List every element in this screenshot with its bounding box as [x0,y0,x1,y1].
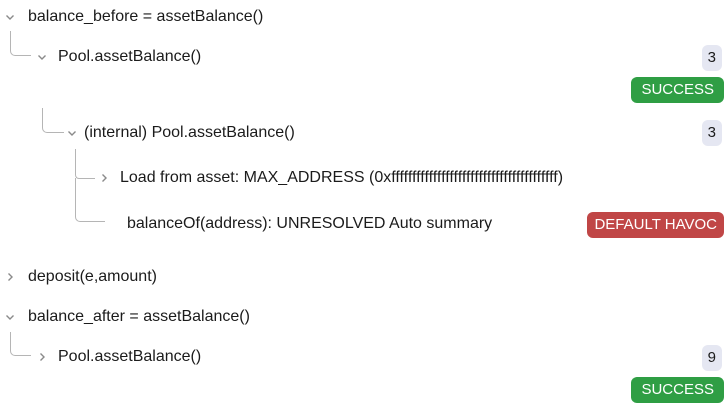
tree-row-pool-assetbalance-2[interactable]: Pool.assetBalance() [58,348,202,365]
call-count-badge: 9 [701,345,722,371]
tree-row-internal-pool-assetbalance[interactable]: (internal) Pool.assetBalance() [84,124,295,141]
status-badge-default-havoc: DEFAULT HAVOC [587,212,724,238]
status-badge-success: SUCCESS [631,77,724,103]
tree-connector [42,108,64,133]
tree-connector [75,178,105,222]
tree-row-pool-assetbalance[interactable]: Pool.assetBalance() [58,48,202,65]
tree-row-deposit[interactable]: deposit(e,amount) [28,268,157,285]
tree-connector [75,149,95,179]
tree-row-balance-after[interactable]: balance_after = assetBalance() [28,308,250,325]
tree-connector [10,332,31,356]
chevron-down-icon[interactable] [4,11,16,23]
chevron-right-icon[interactable] [4,271,16,283]
status-badge-success: SUCCESS [631,377,724,403]
chevron-down-icon[interactable] [36,51,48,63]
chevron-down-icon[interactable] [66,127,78,139]
chevron-right-icon[interactable] [36,351,48,363]
tree-row-balanceof-unresolved: balanceOf(address): UNRESOLVED Auto summ… [127,215,493,232]
chevron-down-icon[interactable] [4,311,16,323]
call-count-badge: 3 [701,120,722,146]
call-count-badge: 3 [701,45,722,71]
tree-row-balance-before[interactable]: balance_before = assetBalance() [28,8,264,25]
tree-connector [10,31,31,56]
chevron-right-icon[interactable] [98,172,110,184]
tree-row-load-from-asset[interactable]: Load from asset: MAX_ADDRESS (0xffffffff… [120,169,564,186]
